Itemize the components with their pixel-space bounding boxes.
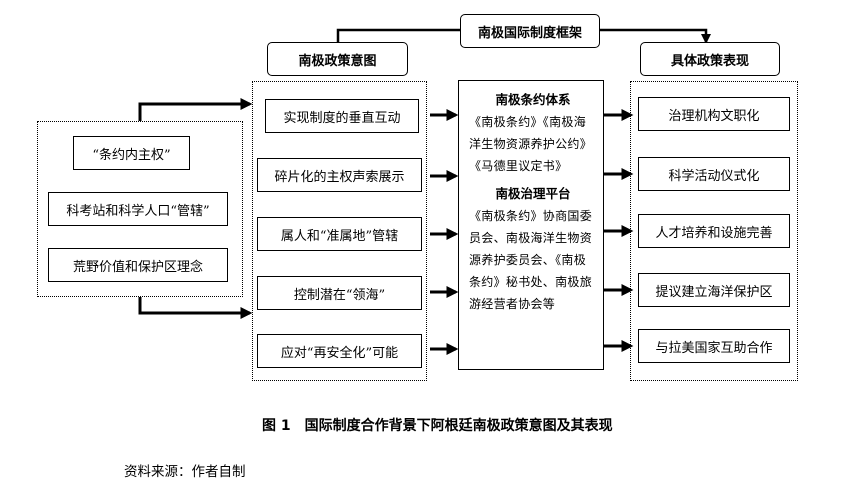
right-item-4: 提议建立海洋保护区: [638, 273, 790, 307]
middle-item-2: 碎片化的主权声索展示: [257, 158, 422, 192]
middle-group: [252, 81, 427, 381]
right-group: [630, 81, 798, 381]
section-body-treaty-system: 《南极条约》《南极海洋生物资源养护公约》《马德里议定书》: [469, 115, 593, 173]
left-item-3: 荒野价值和保护区理念: [48, 248, 228, 282]
section-title-treaty-system: 南极条约体系: [495, 92, 571, 107]
arrow-top-to-right-header: [600, 28, 711, 44]
figure-caption: 图 1 国际制度合作背景下阿根廷南极政策意图及其表现: [262, 418, 613, 434]
center-framework-panel: 南极条约体系 《南极条约》《南极海洋生物资源养护公约》《马德里议定书》 南极治理…: [458, 80, 604, 370]
left-group: [37, 121, 243, 297]
source-note: 资料来源：作者自制: [124, 464, 246, 480]
arrow-left-to-middle-top: [138, 98, 253, 121]
line-middle-header-to-top: [336, 28, 460, 42]
header-policy-intent: 南极政策意图: [267, 42, 408, 76]
section-body-governance-platform: 《南极条约》协商国委员会、南极海洋生物资源养护委员会、《南极条约》秘书处、南极旅…: [469, 209, 593, 311]
header-intl-framework: 南极国际制度框架: [460, 14, 600, 48]
middle-item-5: 应对“再安全化”可能: [257, 334, 422, 368]
middle-item-4: 控制潜在“领海”: [257, 276, 422, 310]
middle-item-1: 实现制度的垂直互动: [265, 99, 419, 133]
left-item-2: 科考站和科学人口“管辖”: [48, 192, 228, 226]
middle-item-3: 属人和“准属地”管辖: [257, 217, 422, 251]
left-item-1: “条约内主权”: [73, 136, 190, 170]
right-item-1: 治理机构文职化: [638, 97, 790, 131]
right-item-3: 人才培养和设施完善: [638, 214, 790, 248]
right-item-2: 科学活动仪式化: [638, 157, 790, 191]
section-title-governance-platform: 南极治理平台: [495, 186, 571, 201]
header-policy-performance: 具体政策表现: [640, 42, 780, 76]
arrow-left-to-middle-bottom: [138, 297, 253, 319]
right-item-5: 与拉美国家互助合作: [638, 329, 790, 363]
